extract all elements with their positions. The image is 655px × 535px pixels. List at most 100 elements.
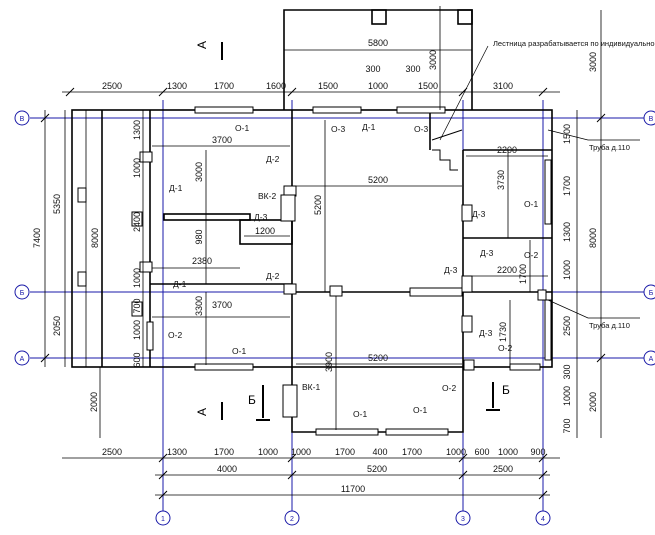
dim-text: 2000 xyxy=(588,392,598,412)
axis-label-a-right: А xyxy=(649,356,654,363)
porch-post-1 xyxy=(371,9,387,25)
label-o1: О-1 xyxy=(413,405,427,415)
block xyxy=(463,359,475,371)
dim-text: 1500 xyxy=(318,81,338,91)
dim-text: 11700 xyxy=(341,484,365,494)
axis-label-1: 1 xyxy=(161,516,165,523)
dim-text: 1700 xyxy=(562,176,572,196)
pipe-leader-2 xyxy=(547,299,640,319)
bottom-dimension-texts: 2500 1300 1700 1000 1000 1700 400 1700 1… xyxy=(102,447,546,494)
dim-text: 1700 xyxy=(335,447,355,457)
window-o2-right xyxy=(544,299,552,361)
tick xyxy=(458,470,468,480)
pipe-note-1: Труба д.110 xyxy=(589,143,630,152)
tick xyxy=(538,470,548,480)
inner-dimension-texts: 3700 3000 980 1200 2380 3300 3700 5200 5… xyxy=(192,135,528,372)
dim-text: 3900 xyxy=(324,352,334,372)
tick xyxy=(287,470,297,480)
block xyxy=(409,287,463,297)
axis-label-b-right: Б xyxy=(649,290,654,297)
dim-text: 2380 xyxy=(192,256,212,266)
tick xyxy=(538,453,548,463)
stair-line xyxy=(431,129,463,141)
dim-text: 1700 xyxy=(214,81,234,91)
axis-bubble-v-left xyxy=(14,110,30,126)
tick xyxy=(596,113,606,123)
dim-text: 2200 xyxy=(497,265,517,275)
dim-text: 3000 xyxy=(428,50,438,70)
dim-text: 1000 xyxy=(132,268,142,288)
dim-text: 2500 xyxy=(102,447,122,457)
dim-text: 5200 xyxy=(313,195,323,215)
tick xyxy=(158,453,168,463)
dim-text: 700 xyxy=(562,418,572,433)
label-o1: О-1 xyxy=(232,346,246,356)
dim-text: 4000 xyxy=(217,464,237,474)
windows xyxy=(146,106,552,436)
window-o1-bottom xyxy=(194,363,254,371)
dim-text: 1500 xyxy=(418,81,438,91)
dim-text: 700 xyxy=(132,298,142,313)
porch-post-2 xyxy=(457,9,473,25)
axis-bubble-b-left xyxy=(14,284,30,300)
label-o2: О-2 xyxy=(498,343,512,353)
porch-outline xyxy=(283,9,473,110)
dim-text: 2200 xyxy=(497,145,517,155)
section-b-left-label: Б xyxy=(248,393,256,407)
dim-text: 2500 xyxy=(102,81,122,91)
tick xyxy=(40,353,50,363)
axis-label-v-right: В xyxy=(649,116,654,123)
dim-text: 1500 xyxy=(562,124,572,144)
dim-text: 1730 xyxy=(498,322,508,342)
dim-text: 980 xyxy=(194,229,204,244)
dim-text: 5200 xyxy=(367,464,387,474)
label-o1: О-1 xyxy=(524,199,538,209)
tick xyxy=(158,87,168,97)
label-d3: Д-3 xyxy=(472,209,486,219)
tick xyxy=(287,453,297,463)
dim-text: 3300 xyxy=(194,296,204,316)
dim-text: 1000 xyxy=(368,81,388,91)
dim-text: 3100 xyxy=(493,81,513,91)
section-marks xyxy=(221,42,500,421)
label-d3: Д-3 xyxy=(479,328,493,338)
dim-text: 2000 xyxy=(89,392,99,412)
dim-text: 1000 xyxy=(291,447,311,457)
leader-lines xyxy=(439,45,640,319)
axis-bubble-4 xyxy=(535,510,551,526)
block xyxy=(77,271,87,287)
block xyxy=(131,211,143,227)
element-labels: О-1 О-3 Д-1 О-3 Д-2 Д-1 ВК-2 Д-3 Д-2 Д-1… xyxy=(168,122,538,419)
label-o1: О-1 xyxy=(235,123,249,133)
window-o1-annex-2 xyxy=(385,428,449,436)
axis-bubbles: 1 2 3 4 В Б А В Б А xyxy=(14,110,655,526)
block xyxy=(537,289,547,301)
tick xyxy=(538,490,548,500)
label-d2: Д-2 xyxy=(266,154,280,164)
tick xyxy=(458,453,468,463)
dim-text: 8000 xyxy=(588,228,598,248)
label-d3: Д-3 xyxy=(444,265,458,275)
window-o3-top-2 xyxy=(396,106,446,114)
dim-text: 2500 xyxy=(562,316,572,336)
tick xyxy=(287,87,297,97)
axis-bubble-2 xyxy=(284,510,300,526)
dim-text: 300 xyxy=(562,364,572,379)
dim-text: 1300 xyxy=(167,81,187,91)
label-vk2: ВК-2 xyxy=(258,191,276,201)
dim-text: 3700 xyxy=(212,300,232,310)
block xyxy=(139,261,153,273)
vk2-box xyxy=(280,194,296,222)
outer-dimension-lines xyxy=(44,6,602,496)
section-a-top-label: А xyxy=(195,41,209,49)
dim-text: 5200 xyxy=(368,353,388,363)
label-d1: Д-1 xyxy=(169,183,183,193)
dim-text: 5800 xyxy=(368,38,388,48)
dim-text: 1300 xyxy=(562,222,572,242)
label-o2: О-2 xyxy=(168,330,182,340)
axis-label-v-left: В xyxy=(20,116,25,123)
label-o3: О-3 xyxy=(331,124,345,134)
pipe-leader-1 xyxy=(547,129,640,141)
label-d3: Д-3 xyxy=(254,212,268,222)
dim-text: 3700 xyxy=(212,135,232,145)
